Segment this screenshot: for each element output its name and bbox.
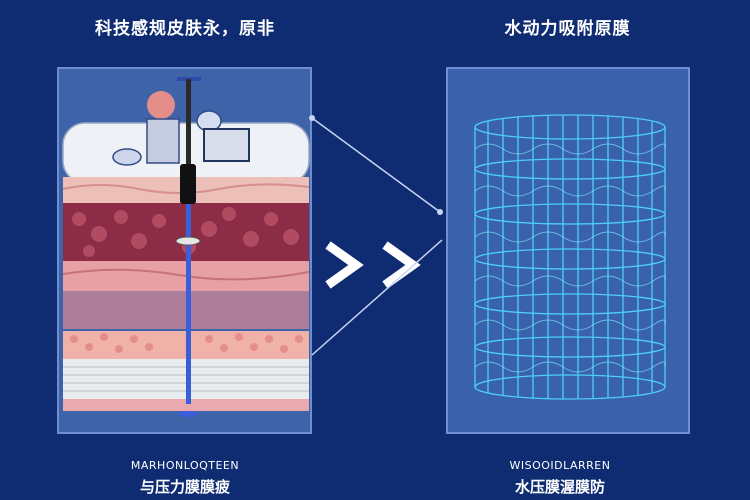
left-caption-en: MARHONLOQTEEN	[130, 459, 240, 472]
pointer-line-top	[311, 117, 441, 213]
left-caption-cn: 与压力膜膜疲	[139, 478, 230, 496]
mesh-cylinder-illustration	[474, 114, 666, 400]
right-title: 水动力吸附原膜	[504, 19, 631, 39]
device-screen	[203, 128, 250, 162]
left-title: 科技感规皮肤永，原非	[95, 19, 275, 39]
container-object	[146, 118, 180, 164]
pointer-line-bottom	[311, 239, 443, 356]
skin-cross-section-panel	[57, 67, 312, 434]
skin-layers-illustration	[62, 77, 310, 417]
chevron-right-icon	[325, 241, 364, 289]
mesh-membrane-panel	[446, 67, 690, 434]
right-caption-en: WISOOIDLARREN	[509, 459, 611, 472]
chevron-right-icon	[382, 241, 421, 289]
right-caption-cn: 水压膜渥膜防	[514, 478, 605, 496]
injector-shaft	[186, 79, 191, 164]
needle	[186, 204, 191, 404]
sphere-object	[147, 91, 175, 119]
injector-body	[180, 164, 196, 204]
